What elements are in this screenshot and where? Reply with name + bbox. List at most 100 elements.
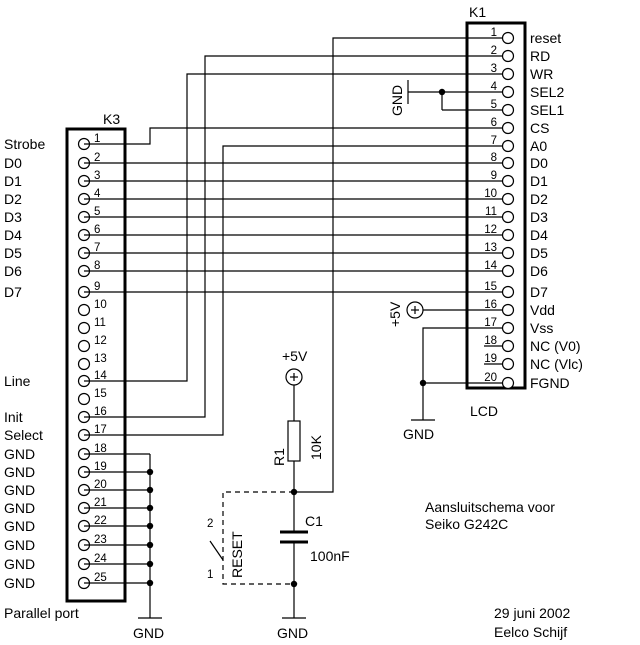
junction-dot [146, 504, 154, 512]
reset-supply-label: +5V [282, 348, 308, 364]
k3-pin-number: 1 [94, 133, 100, 145]
k1-pin-number: 8 [491, 152, 497, 164]
k1-pin [501, 121, 515, 135]
k1-pin-number: 14 [484, 260, 497, 272]
k3-pin-number: 22 [94, 515, 107, 527]
wire-strobe-a0 [84, 127, 484, 145]
k1-pin [501, 246, 515, 260]
junction-dot [146, 486, 154, 494]
k1-pin-label: D3 [530, 209, 548, 225]
k3-pin-number: 21 [94, 497, 107, 509]
title-line-2: Seiko G242C [425, 516, 508, 532]
k3-pin-number: 24 [94, 553, 107, 565]
k1-pin-label: D4 [530, 227, 548, 243]
k1-pin [501, 303, 515, 317]
date-note: 29 juni 2002 [494, 605, 571, 621]
wire-init-rd [84, 55, 484, 418]
k3-signal-label: GND [4, 556, 35, 572]
k1-pin-number: 3 [491, 63, 497, 75]
k1-pin [501, 228, 515, 242]
k1-pin-label: Vss [530, 320, 553, 336]
c1-value: 100nF [310, 548, 350, 564]
k3-ground-bus: GND [84, 453, 164, 641]
k3-pin-number: 11 [94, 317, 106, 329]
k1-pin-label: D2 [530, 191, 548, 207]
k1-pin [501, 376, 515, 390]
k3-pin-number: 9 [94, 281, 100, 293]
k3-signal-label: D3 [4, 209, 22, 225]
k3-signal-label: Init [4, 409, 23, 425]
k3-pin-number: 14 [94, 370, 107, 382]
k1-pin [501, 210, 515, 224]
vss-gnd-label: GND [403, 426, 434, 442]
k1-pin-label: CS [530, 120, 549, 136]
k1-pin-label: NC (V0) [530, 338, 581, 354]
k3-ref: K3 [103, 111, 120, 127]
vdd-supply-label: +5V [387, 301, 403, 327]
sel-gnd-label: GND [389, 85, 405, 116]
k1-pin-number: 20 [484, 372, 497, 384]
k1-pin [501, 103, 515, 117]
k3-pins: 1Strobe2D03D14D25D36D47D58D69D7101112131… [4, 133, 107, 591]
k3-pin [77, 392, 91, 406]
data-wires [84, 37, 484, 493]
k3-pin-number: 7 [94, 242, 100, 254]
k1-ref: K1 [469, 4, 486, 20]
junction-dot [146, 541, 154, 549]
k3-signal-label: Line [4, 373, 31, 389]
junction-dot [146, 579, 154, 587]
reset-gnd-label: GND [277, 625, 308, 641]
k1-pin-number: 10 [484, 188, 497, 200]
k1-pin-number: 11 [485, 206, 497, 218]
k3-pin [77, 357, 91, 371]
k1-vss-ground: GND [403, 327, 484, 442]
k1-pin-label: D6 [530, 263, 548, 279]
k3-gnd-label: GND [133, 625, 164, 641]
k3-pin [77, 339, 91, 353]
k3-pin-number: 16 [94, 406, 107, 418]
r1-ref: R1 [271, 448, 287, 466]
k1-pin [501, 339, 515, 353]
k1-pin-number: 2 [491, 45, 497, 57]
k1-pin-label: reset [530, 30, 561, 46]
k1-pin-number: 19 [484, 353, 497, 365]
k1-pin [501, 49, 515, 63]
k3-signal-label: Select [4, 427, 43, 443]
k3-signal-label: D0 [4, 155, 22, 171]
reset-circuit: +5V R1 10K C1 100nF GND RESET 1 2 [207, 348, 350, 641]
k3-caption: Parallel port [4, 605, 79, 621]
k1-pin-number: 1 [491, 27, 497, 39]
k1-pin-label: D0 [530, 155, 548, 171]
k3-pin [77, 321, 91, 335]
k3-signal-label: GND [4, 446, 35, 462]
reset-switch-label: RESET [229, 531, 245, 578]
k3-signal-label: D4 [4, 227, 22, 243]
k3-pin-number: 6 [94, 224, 100, 236]
junction-dot [290, 580, 298, 588]
wire-line-wr [84, 73, 484, 382]
k1-pin-label: SEL1 [530, 102, 564, 118]
k1-pin-number: 6 [491, 117, 497, 129]
k1-pin [501, 85, 515, 99]
k3-signal-label: D7 [4, 284, 22, 300]
c1-ref: C1 [305, 513, 323, 529]
junction-dot [146, 468, 154, 476]
k1-pin-number: 18 [484, 335, 497, 347]
k3-signal-label: Strobe [4, 136, 45, 152]
k3-pin-number: 2 [94, 152, 100, 164]
k3-pin-number: 10 [94, 299, 107, 311]
k1-pin-label: WR [530, 66, 553, 82]
k3-pin-number: 18 [94, 443, 107, 455]
reset-switch-pin-2: 2 [207, 518, 213, 530]
k1-pin-number: 9 [491, 170, 497, 182]
k1-pin-number: 15 [484, 281, 497, 293]
k1-pin [501, 264, 515, 278]
junction-dot [146, 560, 154, 568]
author-note: Eelco Schijf [494, 624, 567, 640]
title-line-1: Aansluitschema voor [425, 499, 555, 515]
k1-pin-label: FGND [530, 375, 570, 391]
k3-connector-body [65, 127, 127, 603]
junction-dot [146, 522, 154, 530]
r1-value: 10K [308, 434, 324, 460]
